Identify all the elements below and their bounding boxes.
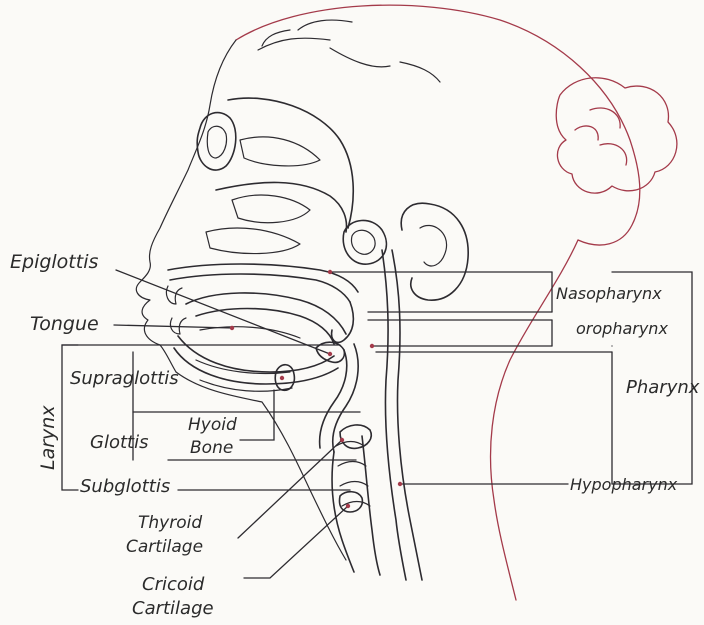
nasal-cavity bbox=[197, 98, 386, 264]
oropharynx-point bbox=[370, 344, 374, 348]
label-glottis: Glottis bbox=[90, 432, 148, 453]
epiglottis-leader bbox=[116, 270, 330, 354]
thyroid-point bbox=[340, 438, 344, 442]
label-supraglottis: Supraglottis bbox=[70, 368, 179, 389]
label-tongue: Tongue bbox=[30, 313, 99, 335]
tongue-point bbox=[230, 326, 234, 330]
label-thyroid-line1: Thyroid bbox=[138, 513, 202, 533]
label-oropharynx: oropharynx bbox=[576, 319, 668, 338]
label-cricoid-line2: Cartilage bbox=[132, 598, 214, 619]
cricoid-point bbox=[346, 504, 350, 508]
hyoid-point bbox=[280, 376, 284, 380]
larynx-bracket bbox=[62, 345, 78, 490]
nasopharynx-point bbox=[328, 270, 332, 274]
label-nasopharynx: Nasopharynx bbox=[556, 284, 662, 303]
epiglottis-point bbox=[328, 352, 332, 356]
label-hypopharynx: Hypopharynx bbox=[570, 475, 678, 494]
label-thyroid-line2: Cartilage bbox=[126, 537, 203, 557]
tongue-leader bbox=[114, 325, 232, 328]
label-subglottis: Subglottis bbox=[80, 476, 170, 497]
label-larynx: Larynx bbox=[37, 405, 59, 470]
hyoid-leader bbox=[240, 390, 274, 440]
labels: Epiglottis Tongue Larynx Supraglottis Gl… bbox=[10, 251, 700, 619]
label-pharynx: Pharynx bbox=[626, 377, 700, 398]
label-hyoid-line2: Bone bbox=[190, 438, 233, 458]
label-hyoid-line1: Hyoid bbox=[188, 415, 237, 435]
label-epiglottis: Epiglottis bbox=[10, 251, 98, 273]
ear bbox=[401, 203, 468, 300]
label-cricoid-line1: Cricoid bbox=[142, 574, 205, 595]
hypopharynx-point bbox=[398, 482, 402, 486]
